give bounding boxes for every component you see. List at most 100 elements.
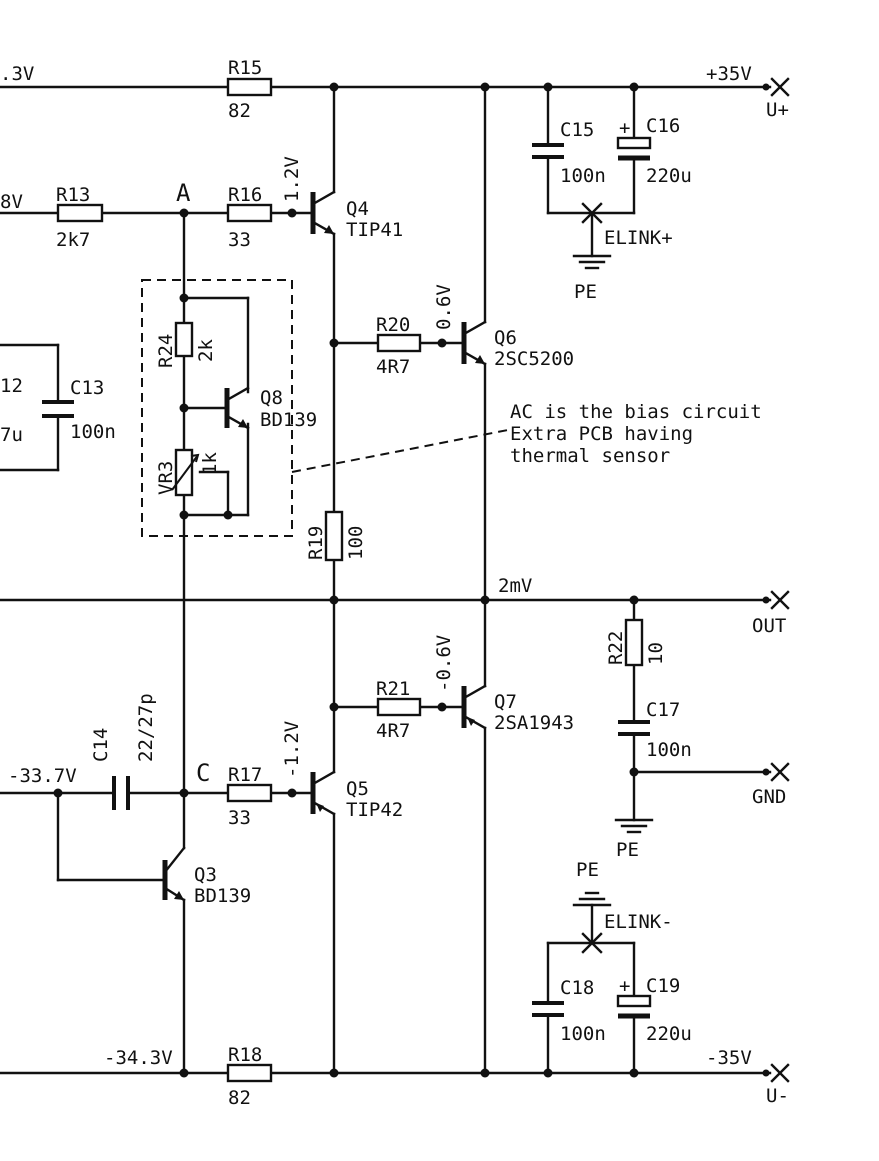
r16-value: 33: [228, 229, 251, 251]
labels: .3V +35V -34.3V -35V 8V -33.7V 2mV U+ OU…: [0, 57, 789, 1109]
terminal-gnd-label: GND: [752, 786, 786, 808]
note-line-3: thermal sensor: [510, 445, 670, 467]
r20-ref: R20: [376, 314, 410, 336]
r22-body: [624, 618, 644, 667]
r19-body: [324, 510, 344, 562]
note-line-2: Extra PCB having: [510, 423, 693, 445]
terminal-vminus: [762, 1063, 790, 1083]
r20-body: [376, 333, 422, 353]
r19-ref: R19: [305, 526, 327, 560]
c17-ref: C17: [646, 699, 680, 721]
r17-value: 33: [228, 807, 251, 829]
c19-ref: C19: [646, 975, 680, 997]
transistors: [162, 190, 487, 902]
svg-text:+: +: [619, 117, 630, 139]
c13-value: 100n: [70, 421, 116, 443]
upper-left-voltage-label: 8V: [0, 191, 23, 213]
r15-value: 82: [228, 100, 251, 122]
q5-base-voltage: -1.2V: [281, 721, 303, 778]
out-voltage-label: 2mV: [498, 575, 532, 597]
c12-ref: 12: [0, 375, 23, 397]
terminals: [762, 77, 790, 1083]
r13-value: 2k7: [56, 229, 90, 251]
q6-value: 2SC5200: [494, 348, 574, 370]
r15-ref: R15: [228, 57, 262, 79]
vr3-wiper: [171, 454, 199, 491]
r20-value: 4R7: [376, 356, 410, 378]
q3-ref: Q3: [194, 864, 217, 886]
terminal-vminus-label: U-: [766, 1085, 789, 1107]
svg-text:+: +: [619, 975, 630, 997]
elink-minus-label: ELINK-: [604, 911, 673, 933]
q7-ref: Q7: [494, 691, 517, 713]
q4-value: TIP41: [346, 219, 403, 241]
c-node-voltage-label: -33.7V: [8, 765, 77, 787]
r18-ref: R18: [228, 1044, 262, 1066]
c15-value: 100n: [560, 165, 606, 187]
c17-value: 100n: [646, 739, 692, 761]
q4-ref: Q4: [346, 198, 369, 220]
terminal-vplus: [762, 77, 790, 97]
resistors: [56, 77, 644, 1083]
note-line-1: AC is the bias circuit: [510, 401, 762, 423]
node-c-label: C: [196, 759, 210, 787]
terminal-vplus-label: U+: [766, 99, 789, 121]
q6-ref: Q6: [494, 327, 517, 349]
terminal-gnd: [762, 762, 790, 782]
terminal-out: [762, 590, 790, 610]
q6-base-voltage: 0.6V: [433, 284, 455, 330]
r17-body: [226, 783, 273, 803]
r22-value: 10: [645, 642, 667, 665]
q7-base-voltage: -0.6V: [433, 635, 455, 692]
q3-value: BD139: [194, 885, 251, 907]
r18-body: [226, 1063, 273, 1083]
terminal-out-label: OUT: [752, 615, 786, 637]
pe-mid-label: PE: [616, 839, 639, 861]
q4-base-voltage: 1.2V: [281, 156, 303, 202]
r24-body: [174, 321, 194, 358]
c18-value: 100n: [560, 1023, 606, 1045]
r17-ref: R17: [228, 764, 262, 786]
junction-dots: [53, 82, 639, 1078]
r19-value: 100: [345, 526, 367, 560]
rail-bottom-right-label: -35V: [706, 1047, 752, 1069]
c16-ref: C16: [646, 115, 680, 137]
r13-body: [56, 203, 104, 223]
r24-value: 2k: [195, 339, 217, 362]
r13-ref: R13: [56, 184, 90, 206]
q7-value: 2SA1943: [494, 712, 574, 734]
c13-ref: C13: [70, 377, 104, 399]
rail-top-left-label: .3V: [0, 63, 34, 85]
c15-ref: C15: [560, 119, 594, 141]
rail-top-right-label: +35V: [706, 63, 752, 85]
q8-value: BD139: [260, 409, 317, 431]
vr3-value: 1k: [199, 452, 221, 475]
c12-value: 7u: [0, 424, 23, 446]
rail-bottom-left-label: -34.3V: [104, 1047, 173, 1069]
q5-value: TIP42: [346, 799, 403, 821]
q8-ref: Q8: [260, 387, 283, 409]
r21-body: [376, 697, 422, 717]
c18-ref: C18: [560, 977, 594, 999]
c14-value: 22/27p: [135, 693, 157, 762]
c14-ref: C14: [90, 728, 112, 762]
pe-top-label: PE: [574, 281, 597, 303]
q5-ref: Q5: [346, 778, 369, 800]
capacitors: + +: [42, 117, 652, 1019]
elink-plus-label: ELINK+: [604, 227, 673, 249]
r16-body: [226, 203, 273, 223]
pe-bottom-label: PE: [576, 859, 599, 881]
r15-body: [226, 77, 273, 97]
vr3-ref: VR3: [155, 461, 177, 495]
node-a-label: A: [176, 179, 191, 207]
r16-ref: R16: [228, 184, 262, 206]
note-leader-line: [291, 429, 509, 473]
r22-ref: R22: [605, 631, 627, 665]
r24-ref: R24: [155, 334, 177, 368]
c16-value: 220u: [646, 165, 692, 187]
r18-value: 82: [228, 1087, 251, 1109]
r21-value: 4R7: [376, 720, 410, 742]
bias-circuit-dashed-box: [141, 279, 293, 537]
c19-value: 220u: [646, 1023, 692, 1045]
